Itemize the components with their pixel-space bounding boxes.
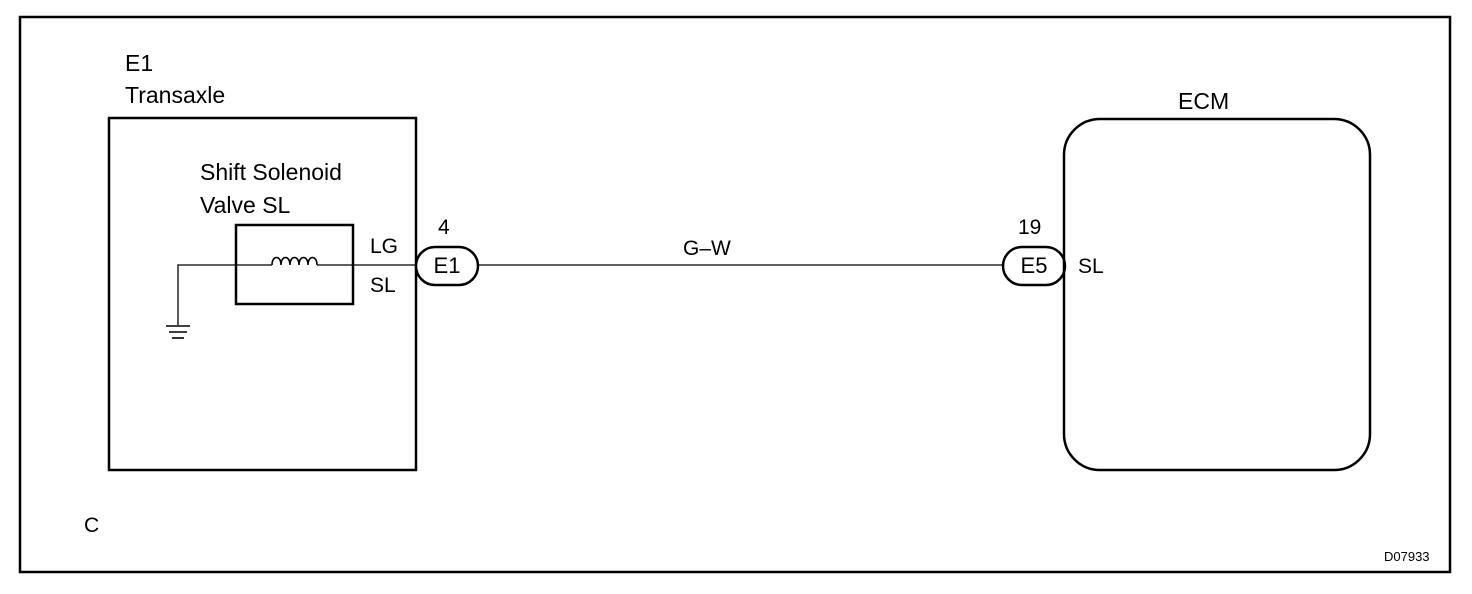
ecm-box [1062, 117, 1372, 472]
connector-right-code: E5 [1020, 253, 1048, 278]
outer-frame [18, 15, 1452, 574]
solenoid-label-line1: Shift Solenoid [200, 159, 342, 185]
coil-icon [271, 256, 318, 266]
transaxle-box [107, 116, 418, 472]
connector-left-code: E1 [433, 253, 461, 278]
connector-left-capsule [414, 245, 480, 287]
ground-icon [166, 325, 190, 339]
transaxle-connector-code: E1 [125, 50, 154, 76]
connector-right-pin-number: 19 [1018, 216, 1042, 239]
ecm-title: ECM [1178, 88, 1230, 114]
ecm-pin-name: SL [1078, 255, 1104, 278]
ground-wire [177, 264, 236, 325]
section-letter: C [84, 514, 100, 537]
solenoid-label-line2: Valve SL [200, 192, 291, 218]
transaxle-pin-name: SL [370, 274, 396, 297]
connector-left-pin-number: 4 [438, 216, 450, 239]
figure-code: D07933 [1384, 549, 1430, 564]
wire-color-code: G–W [683, 237, 731, 260]
transaxle-label: Transaxle [125, 82, 226, 108]
transaxle-pin-color: LG [370, 235, 399, 258]
